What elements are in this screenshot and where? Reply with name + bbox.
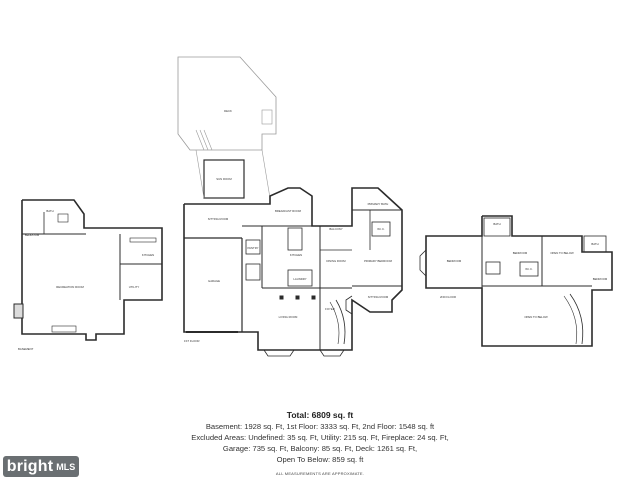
room-label-bath-3: BATH — [591, 242, 598, 246]
room-label-bedroom-left: BEDROOM — [447, 259, 462, 263]
room-label-foyer: FOYER — [325, 307, 335, 311]
bay-window — [419, 249, 427, 277]
sun-room-walls — [203, 159, 245, 199]
measurement-disclaimer: ALL MEASUREMENTS ARE APPROXIMATE. — [275, 471, 365, 476]
room-label-open-to-below: OPEN TO BELOW — [550, 251, 574, 255]
second-floor-staircase — [569, 293, 584, 345]
room-label-bedroom-right: BEDROOM — [593, 277, 608, 281]
floor-label-first: 1ST FLOOR — [184, 339, 200, 343]
wic-walls — [519, 261, 539, 277]
deck-outline — [177, 56, 277, 151]
area-summary: Total: 6809 sq. ft Basement: 1928 sq. Ft… — [0, 410, 640, 479]
room-label-primary-bath: PRIMARY BATH — [368, 202, 389, 206]
first-floor-plan — [177, 56, 403, 357]
room-label-bath-2: BATH — [493, 222, 500, 226]
room-label-sitting-room: SITTING ROOM — [208, 217, 229, 221]
room-label-dining-room: DINING ROOM — [326, 259, 346, 263]
room-label-sitting-room-2: SITTING ROOM — [368, 295, 389, 299]
deck-stairs — [195, 129, 205, 151]
closet-walls — [485, 261, 501, 275]
column — [279, 295, 284, 300]
column — [311, 295, 316, 300]
floor-areas: Basement: 1928 sq. Ft, 1st Floor: 3333 s… — [205, 422, 435, 431]
foyer-staircase — [329, 301, 340, 345]
floor-plan-diagram: DECK SUN ROOM SITTING ROOM BREAKFAST ROO… — [13, 56, 613, 357]
deck-rail — [195, 149, 205, 199]
room-label-breakfast-room: BREAKFAST ROOM — [275, 209, 302, 213]
room-label-deck: DECK — [224, 109, 232, 113]
room-label-laundry: LAUNDRY — [293, 277, 306, 281]
room-label-recreation-room: RECREATION ROOM — [56, 285, 84, 289]
small-room-walls — [245, 263, 261, 281]
column — [295, 295, 300, 300]
logo-word: bright — [6, 457, 54, 475]
deck-stair-block — [261, 109, 273, 125]
room-label-balcony: BALCONY — [329, 227, 343, 231]
room-label-kitchen: KITCHEN — [290, 253, 302, 257]
laundry-walls — [287, 269, 313, 287]
second-floor-plan — [419, 215, 613, 347]
floor-labels: BASEMENT 1ST FLOOR 2ND FLOOR — [18, 295, 456, 351]
pantry-walls — [245, 239, 261, 255]
foyer-staircase — [335, 299, 346, 345]
second-floor-staircase — [563, 295, 578, 345]
room-label-wic-2: W.I.C. — [525, 267, 533, 271]
open-to-below-area: Open To Below: 859 sq. ft — [276, 455, 364, 464]
room-label-living-room: LIVING ROOM — [279, 315, 298, 319]
room-label-sun-room: SUN ROOM — [216, 177, 232, 181]
room-label-garage: GARAGE — [208, 279, 220, 283]
room-label-kitchen-basement: KITCHEN — [142, 253, 154, 257]
wic-walls — [371, 221, 391, 237]
second-floor-outer-wall — [425, 215, 613, 347]
room-label-bedroom: BEDROOM — [25, 233, 40, 237]
room-labels: DECK SUN ROOM SITTING ROOM BREAKFAST ROO… — [25, 109, 608, 319]
room-label-open-to-below-2: OPEN TO BELOW — [524, 315, 548, 319]
deck-stairs — [203, 129, 213, 151]
floor-label-second: 2ND FLOOR — [440, 295, 456, 299]
room-label-primary-bedroom: PRIMARY BEDROOM — [364, 259, 393, 263]
room-label-utility: UTILITY — [129, 285, 140, 289]
room-label-bath: BATH — [46, 209, 53, 213]
bright-mls-logo: bright MLS — [3, 456, 79, 477]
bath-fixture — [57, 213, 69, 223]
logo-suffix: MLS — [56, 461, 76, 472]
bath-walls — [583, 235, 607, 253]
deck-rail — [261, 149, 271, 199]
room-label-bedroom-middle: BEDROOM — [513, 251, 528, 255]
floor-label-basement: BASEMENT — [18, 347, 34, 351]
kitchen-island — [287, 227, 303, 251]
furniture — [51, 325, 77, 333]
room-label-wic: W.I.C. — [377, 227, 385, 231]
excluded-areas: Excluded Areas: Undefined: 35 sq. Ft, Ut… — [191, 433, 449, 442]
kitchen-counter — [129, 237, 157, 243]
bay-window — [319, 349, 345, 357]
bay-window — [263, 349, 295, 357]
room-label-pantry: PANTRY — [247, 246, 258, 250]
excluded-areas-continued: Garage: 735 sq. Ft, Balcony: 85 sq. Ft, … — [222, 444, 418, 453]
bay-window — [345, 295, 353, 315]
basement-outer-wall — [21, 199, 163, 341]
deck-stairs — [199, 129, 209, 151]
fireplace — [13, 303, 24, 319]
total-area: Total: 6809 sq. ft — [286, 410, 354, 420]
basement-plan — [13, 199, 163, 341]
bath-walls — [483, 217, 511, 237]
